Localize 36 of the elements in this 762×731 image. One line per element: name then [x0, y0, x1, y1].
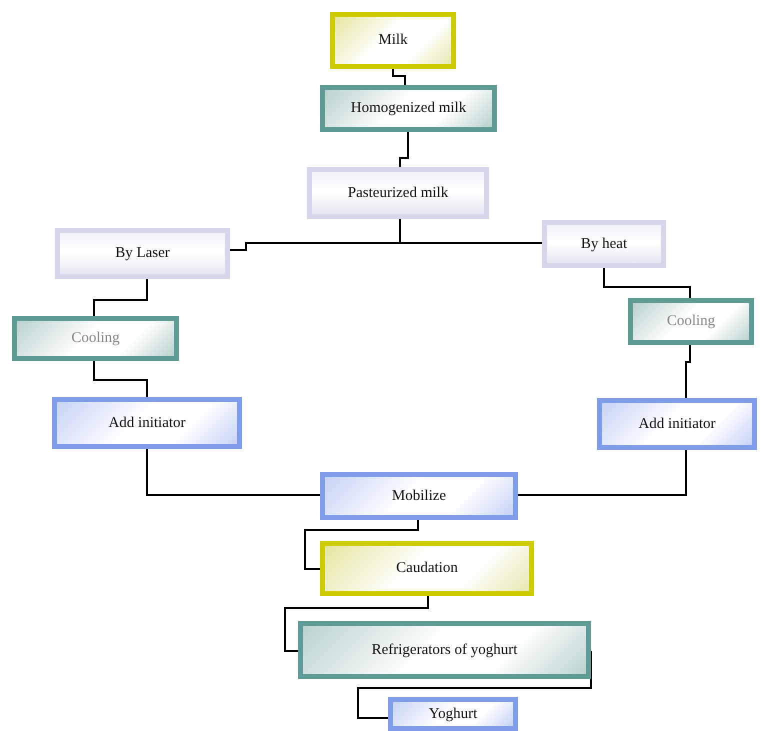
node-label: Pasteurized milk — [348, 184, 448, 202]
process-box — [320, 541, 534, 596]
process-box — [320, 85, 497, 132]
node-label: Homogenized milk — [350, 100, 466, 117]
connector-line — [685, 345, 691, 398]
node-label: Mobilize — [392, 488, 446, 504]
process-box — [388, 697, 518, 731]
node-label: Add initiator — [638, 416, 716, 432]
process-box — [542, 220, 666, 268]
process-box — [330, 12, 456, 69]
process-box — [12, 316, 179, 361]
node-label: Cooling — [666, 313, 716, 330]
process-box — [628, 298, 754, 345]
process-box — [298, 621, 591, 679]
connector-line — [93, 361, 148, 397]
node-label: Yoghurt — [428, 706, 478, 722]
connector-line — [284, 596, 429, 652]
process-box — [52, 397, 242, 449]
process-box — [55, 228, 230, 279]
node-label: Caudation — [396, 560, 458, 577]
connector-line — [603, 268, 691, 298]
connector-line — [392, 69, 406, 85]
node-label: Add initiator — [108, 414, 186, 432]
connector-line — [304, 520, 419, 570]
node-label: Milk — [378, 32, 408, 49]
process-box — [320, 472, 518, 520]
node-label: Refrigerators of yoghurt — [372, 642, 518, 658]
connector-line — [399, 132, 409, 167]
node-label: By heat — [580, 236, 628, 252]
connector-line — [93, 279, 148, 316]
node-label: By Laser — [115, 245, 170, 262]
node-label: Cooling — [71, 330, 120, 347]
process-box — [307, 167, 489, 219]
process-box — [597, 398, 757, 450]
connector-line — [146, 449, 320, 496]
connector-line — [518, 450, 687, 496]
